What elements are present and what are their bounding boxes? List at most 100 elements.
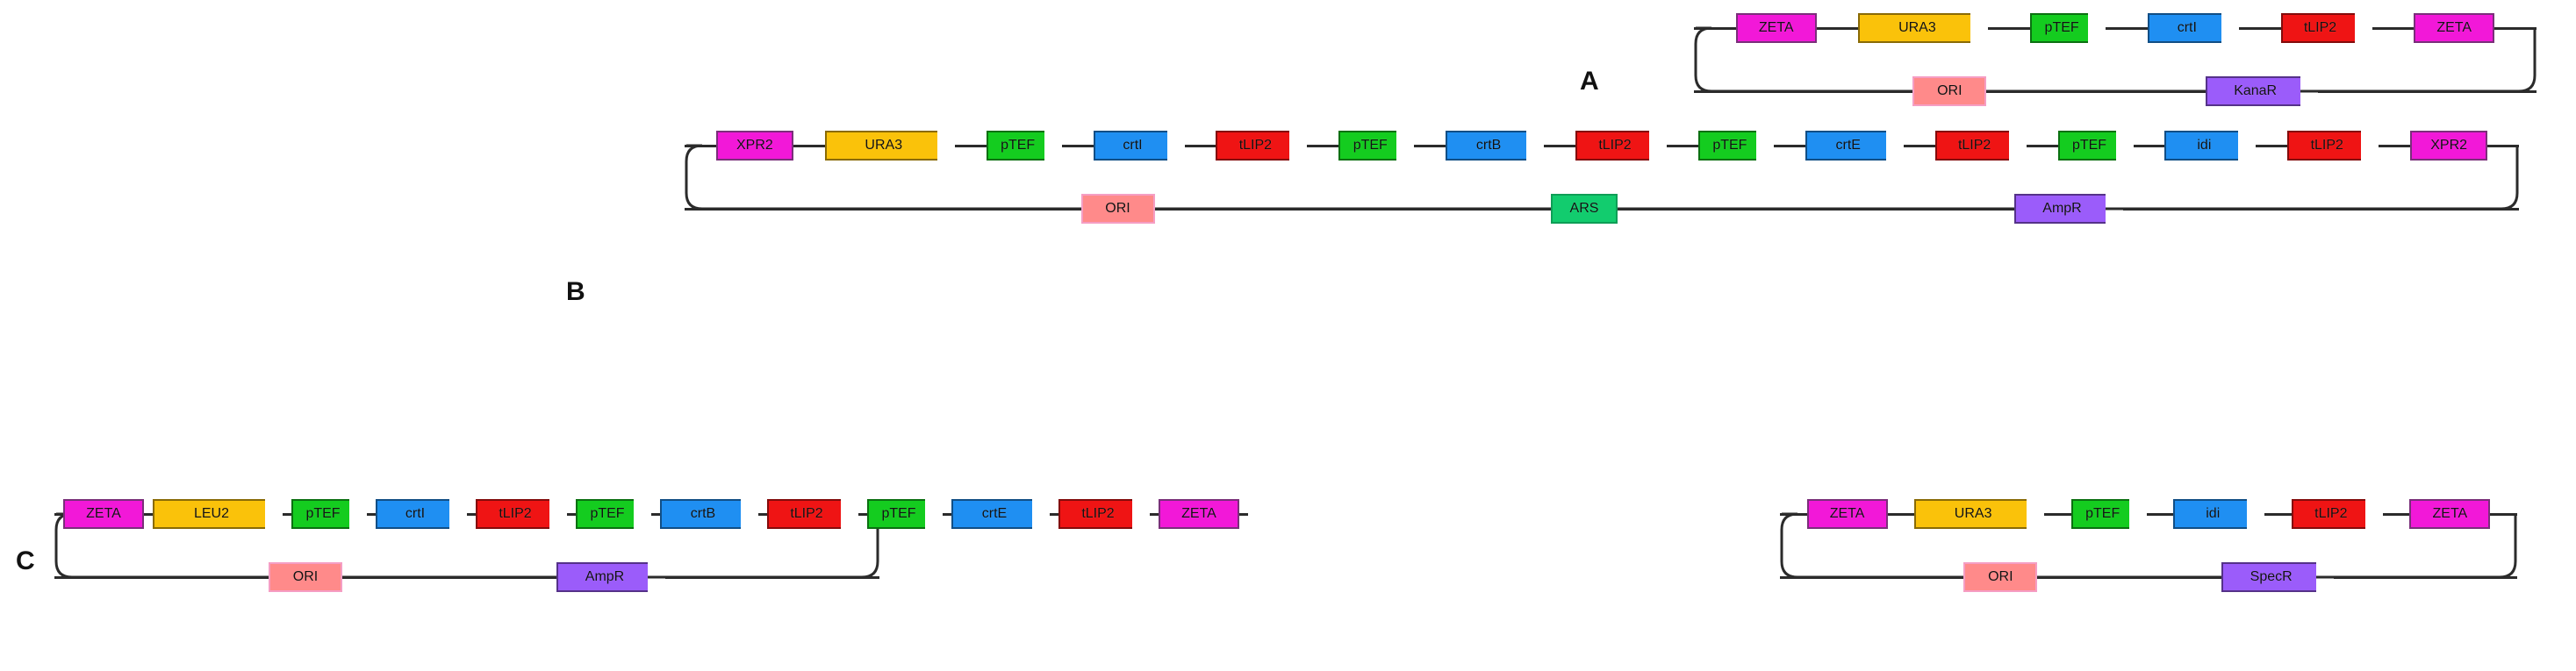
feature-label: ZETA bbox=[1758, 20, 1794, 35]
arrow-body bbox=[576, 499, 634, 529]
feature-label: pTEF bbox=[881, 506, 916, 521]
connector-line bbox=[467, 512, 476, 516]
feature-ampr: AmpR bbox=[556, 562, 665, 592]
feature-xpr2: XPR2 bbox=[2410, 131, 2488, 161]
feature-label: crtI bbox=[2177, 20, 2197, 35]
feature-label: KanaR bbox=[2234, 83, 2278, 98]
arrow-head-icon bbox=[2027, 492, 2044, 536]
feature-label: ZETA bbox=[2432, 506, 2468, 521]
feature-crte: crtE bbox=[951, 499, 1050, 529]
connector-line bbox=[1184, 144, 1216, 147]
arrow-head-icon bbox=[2355, 6, 2372, 50]
arrow-body bbox=[1338, 131, 1397, 161]
arrow-body bbox=[2287, 131, 2362, 161]
feature-label: tLIP2 bbox=[1598, 138, 1632, 153]
arrow-body bbox=[153, 499, 265, 529]
connector-line bbox=[1050, 512, 1058, 516]
connector-line bbox=[2490, 512, 2517, 516]
connector-line bbox=[367, 512, 376, 516]
arrow-head-icon bbox=[925, 492, 943, 536]
arrow-body bbox=[2205, 76, 2300, 106]
arrow-head-icon bbox=[741, 492, 758, 536]
arrow-head-icon bbox=[2221, 6, 2239, 50]
feature-label: ORI bbox=[1988, 569, 2013, 584]
connector-line bbox=[2026, 144, 2058, 147]
connector-line bbox=[2037, 575, 2221, 579]
feature-label: URA3 bbox=[1954, 506, 1992, 521]
arrow-body bbox=[1446, 131, 1527, 161]
feature-ori: ORI bbox=[1080, 194, 1155, 224]
feature-crti: crtI bbox=[1093, 131, 1185, 161]
connector-line bbox=[2487, 144, 2519, 147]
feature-ptef: pTEF bbox=[576, 499, 651, 529]
feature-tlip2: tLIP2 bbox=[2280, 13, 2372, 43]
feature-label: idi bbox=[2206, 506, 2221, 521]
feature-ura3: URA3 bbox=[1858, 13, 1988, 43]
connector-line bbox=[1150, 512, 1159, 516]
feature-label: LEU2 bbox=[193, 506, 230, 521]
feature-ori: ORI bbox=[1963, 562, 2038, 592]
connector-line bbox=[685, 207, 1081, 211]
arrow-head-icon bbox=[2129, 492, 2147, 536]
feature-label: crtB bbox=[1475, 138, 1502, 153]
connector-line bbox=[858, 512, 867, 516]
feature-crtb: crtB bbox=[660, 499, 758, 529]
arrow-head-icon bbox=[1970, 6, 1988, 50]
panel-label-b: B bbox=[566, 277, 585, 306]
connector-line bbox=[1061, 144, 1094, 147]
connector-line bbox=[1414, 144, 1446, 147]
feature-label: ARS bbox=[1569, 201, 1599, 216]
arrow-body bbox=[2147, 13, 2221, 43]
feature-zeta: ZETA bbox=[63, 499, 144, 529]
feature-label: ZETA bbox=[2436, 20, 2472, 35]
connector-line bbox=[1986, 89, 2206, 93]
arrow-head-icon bbox=[2116, 124, 2134, 168]
arrow-head-icon bbox=[1649, 124, 1667, 168]
connector-line bbox=[685, 144, 716, 147]
connector-line bbox=[1694, 89, 1913, 93]
connector-line bbox=[2146, 512, 2174, 516]
arrow-body bbox=[1934, 131, 2009, 161]
feature-label: ORI bbox=[1937, 83, 1962, 98]
feature-label: tLIP2 bbox=[1238, 138, 1273, 153]
feature-row: ZETA LEU2 pTEF crtI tLIP2 pTEF crtB tLIP2 pTEF cr… bbox=[54, 499, 1248, 529]
connector-line bbox=[665, 575, 879, 579]
connector-line bbox=[144, 512, 153, 516]
feature-kanar: KanaR bbox=[2205, 76, 2318, 106]
connector-line bbox=[1544, 144, 1575, 147]
arrow-body bbox=[291, 499, 349, 529]
connector-line bbox=[1780, 575, 1964, 579]
arrow-body bbox=[376, 499, 449, 529]
feature-crti: crtI bbox=[376, 499, 467, 529]
feature-tlip2: tLIP2 bbox=[1575, 131, 1667, 161]
connector-line bbox=[54, 512, 63, 516]
feature-crti: crtI bbox=[2147, 13, 2239, 43]
feature-idi: idi bbox=[2173, 499, 2264, 529]
feature-label: crtI bbox=[1123, 138, 1143, 153]
feature-tlip2: tLIP2 bbox=[476, 499, 567, 529]
arrow-body bbox=[2070, 499, 2129, 529]
connector-line bbox=[567, 512, 576, 516]
arrow-head-icon bbox=[1289, 124, 1307, 168]
feature-ura3: URA3 bbox=[1914, 499, 2044, 529]
connector-line bbox=[1667, 144, 1698, 147]
feature-ptef: pTEF bbox=[291, 499, 367, 529]
feature-label: tLIP2 bbox=[2310, 138, 2343, 153]
feature-tlip2: tLIP2 bbox=[767, 499, 858, 529]
feature-ori: ORI bbox=[269, 562, 342, 592]
arrow-head-icon bbox=[2106, 187, 2123, 231]
connector-line bbox=[1903, 144, 1935, 147]
feature-label: tLIP2 bbox=[1957, 138, 1991, 153]
feature-label: crtE bbox=[981, 506, 1008, 521]
feature-label: crtI bbox=[405, 506, 426, 521]
arrow-body bbox=[2030, 13, 2089, 43]
arrow-body bbox=[1093, 131, 1167, 161]
connector-line bbox=[1618, 207, 2014, 211]
arrow-head-icon bbox=[2361, 124, 2379, 168]
feature-label: AmpR bbox=[585, 569, 625, 584]
plasmid-map-c1: ZETA LEU2 pTEF crtI tLIP2 pTEF crtB tLIP2 pTEF cr… bbox=[54, 493, 1248, 592]
arrow-body bbox=[2280, 13, 2355, 43]
